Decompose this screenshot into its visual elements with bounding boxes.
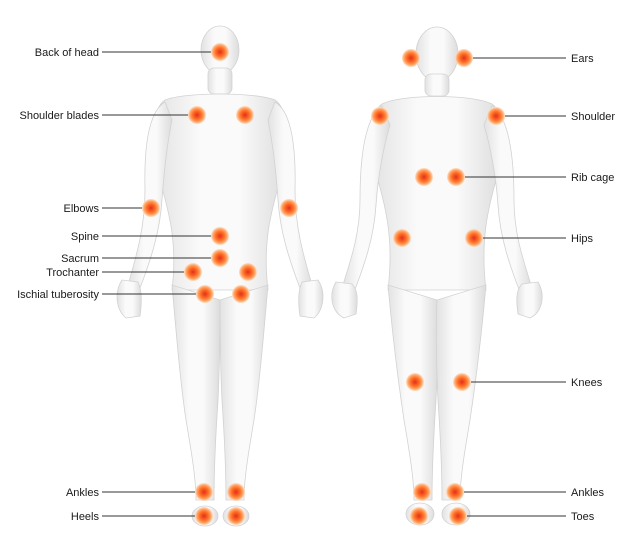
marker-trochanter-right <box>239 263 257 281</box>
right-labels: Ears Shoulder Rib cage Hips Knees Ankles… <box>571 53 615 523</box>
marker-ear-right <box>455 49 473 67</box>
marker-ischial-tuberosity-left <box>196 285 214 303</box>
marker-rib-cage-right <box>447 168 465 186</box>
marker-ankle-left-front <box>413 483 431 501</box>
label-shoulder-blades: Shoulder blades <box>19 110 99 122</box>
marker-sacrum <box>211 249 229 267</box>
marker-toe-right <box>449 507 467 525</box>
marker-shoulder-blade-left <box>188 106 206 124</box>
label-ears: Ears <box>571 53 594 65</box>
label-elbows: Elbows <box>64 203 100 215</box>
marker-heel-right <box>227 507 245 525</box>
back-view-figure <box>116 25 324 527</box>
marker-rib-cage-left <box>415 168 433 186</box>
label-spine: Spine <box>71 231 99 243</box>
marker-ear-left <box>402 49 420 67</box>
label-sacrum: Sacrum <box>61 253 99 265</box>
marker-elbow-right <box>280 199 298 217</box>
marker-shoulder-right <box>487 107 505 125</box>
label-back-of-head: Back of head <box>35 47 99 59</box>
marker-back-of-head <box>211 43 229 61</box>
label-knees: Knees <box>571 377 603 389</box>
marker-toe-left <box>410 507 428 525</box>
marker-heel-left <box>195 507 213 525</box>
marker-knee-right <box>453 373 471 391</box>
marker-elbow-left <box>142 199 160 217</box>
label-heels: Heels <box>71 511 100 523</box>
label-trochanter: Trochanter <box>46 267 99 279</box>
label-shoulder: Shoulder <box>571 111 615 123</box>
pressure-point-markers <box>142 43 505 525</box>
marker-shoulder-left <box>371 107 389 125</box>
marker-ankle-right-back <box>227 483 245 501</box>
label-hips: Hips <box>571 233 594 245</box>
marker-trochanter-left <box>184 263 202 281</box>
marker-shoulder-blade-right <box>236 106 254 124</box>
label-ischial-tuberosity: Ischial tuberosity <box>17 289 99 301</box>
leader-lines <box>102 51 566 517</box>
label-ankles-left: Ankles <box>66 487 100 499</box>
marker-spine <box>211 227 229 245</box>
marker-knee-left <box>406 373 424 391</box>
marker-ischial-tuberosity-right <box>232 285 250 303</box>
label-rib-cage: Rib cage <box>571 172 614 184</box>
marker-hip-left <box>393 229 411 247</box>
front-view-figure <box>331 26 543 526</box>
marker-ankle-left-back <box>195 483 213 501</box>
label-ankles-right: Ankles <box>571 487 605 499</box>
marker-hip-right <box>465 229 483 247</box>
marker-ankle-right-front <box>446 483 464 501</box>
left-labels: Back of head Shoulder blades Elbows Spin… <box>17 47 99 523</box>
label-toes: Toes <box>571 511 595 523</box>
